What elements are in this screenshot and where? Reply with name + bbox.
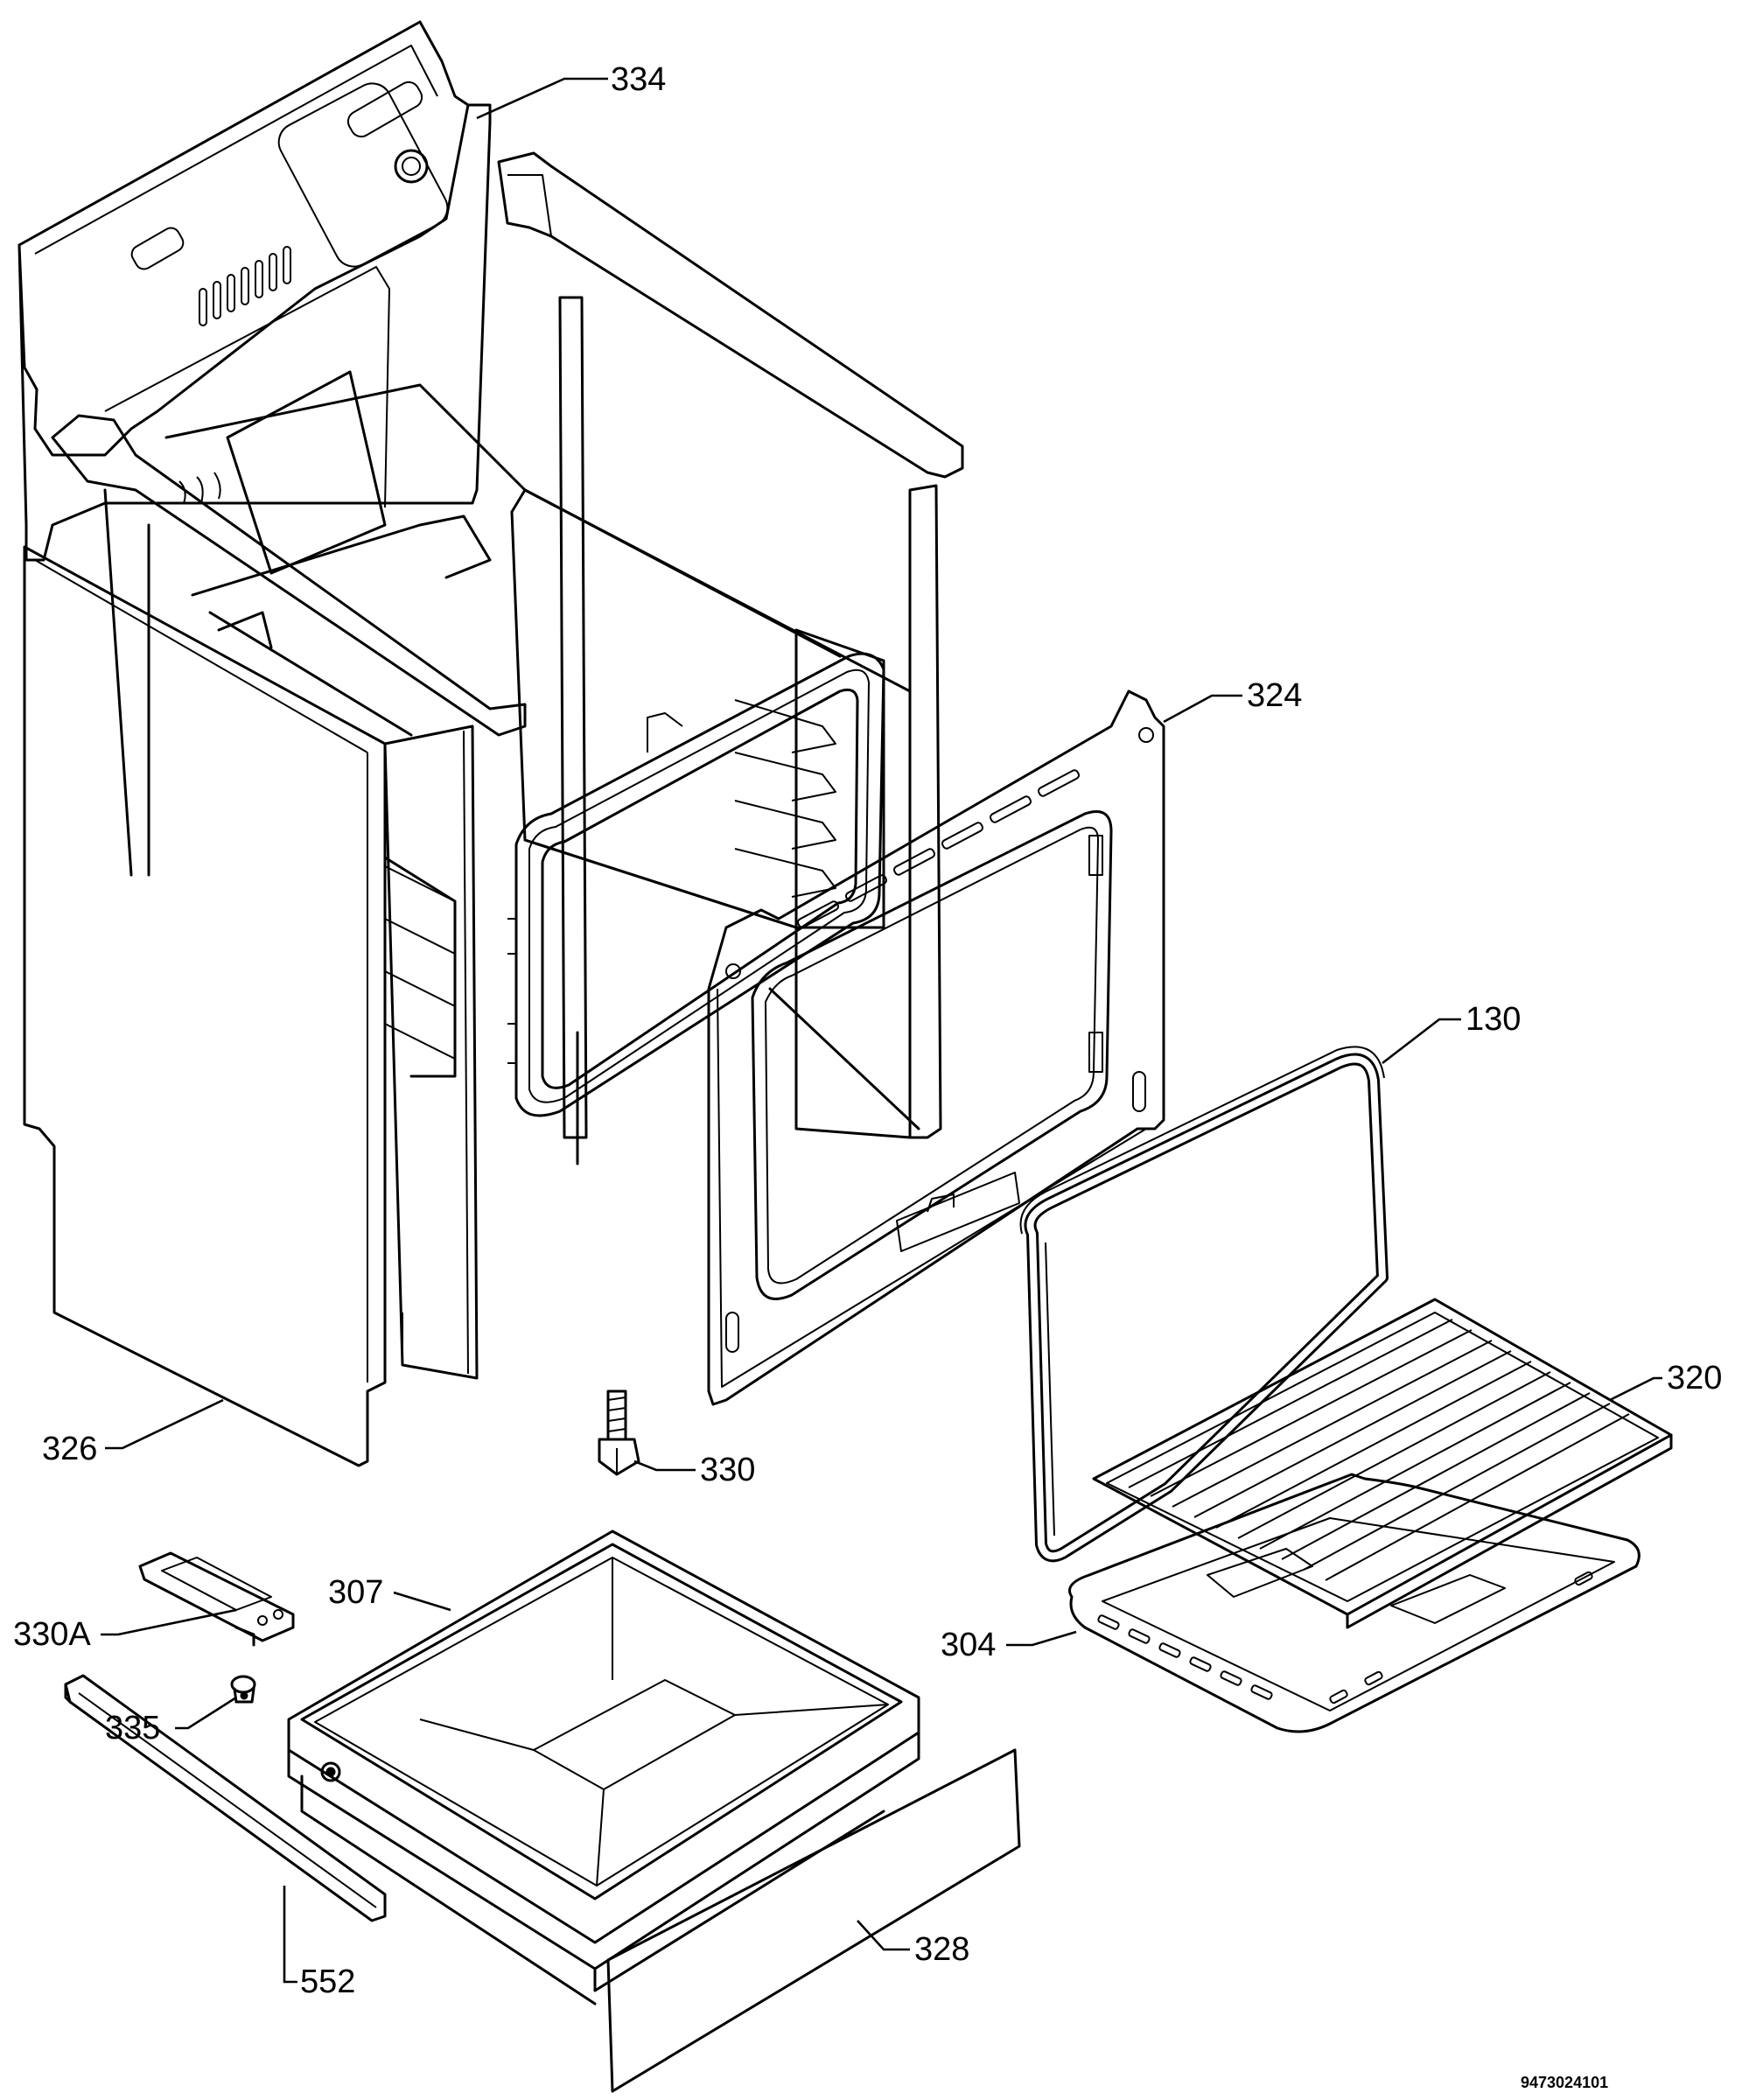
storage-drawer-307: [287, 1530, 920, 2006]
callout-334: 334: [611, 61, 666, 98]
door-frame-slots: [796, 769, 1081, 928]
drawer-rail-552: [64, 1674, 387, 1922]
side-panel-326: [23, 545, 387, 1467]
document-number: 9473024101: [1521, 2074, 1608, 2091]
callout-328: 328: [914, 1931, 969, 1968]
wire-shelf-320: [1092, 1298, 1673, 1629]
callout-labels: 334 324 130 320 326 330 307 330A 304 335…: [13, 61, 1722, 2000]
bracket-330A: [138, 1551, 295, 1647]
screw-335: [230, 1675, 256, 1704]
bolt-330: [598, 1390, 640, 1476]
leader-lines: [101, 77, 1662, 1984]
oven-cavity-frame: [51, 151, 964, 1166]
back-panel-334: [17, 20, 492, 575]
callout-335: 335: [105, 1710, 160, 1746]
baking-tray-304: [1068, 1473, 1641, 1733]
door-gasket-130: [1019, 1046, 1389, 1563]
callout-326: 326: [42, 1431, 97, 1467]
callout-320: 320: [1667, 1360, 1722, 1396]
oven-liner: [384, 652, 885, 1117]
callout-330: 330: [700, 1452, 755, 1488]
door-frame-324: [707, 690, 1165, 1406]
callout-304: 304: [941, 1627, 996, 1663]
callout-552: 552: [300, 1964, 355, 2000]
callout-330A: 330A: [13, 1616, 91, 1653]
callout-307: 307: [328, 1574, 383, 1611]
tray-perforations: [1097, 1571, 1593, 1704]
callout-130: 130: [1466, 1001, 1521, 1038]
front-frame: [383, 724, 479, 1380]
rack-runners: [384, 699, 836, 1060]
callout-324: 324: [1247, 677, 1302, 714]
vent-slots: [199, 246, 291, 326]
shelf-wires: [1128, 1319, 1630, 1581]
drawer-front-328: [606, 1748, 1021, 2093]
